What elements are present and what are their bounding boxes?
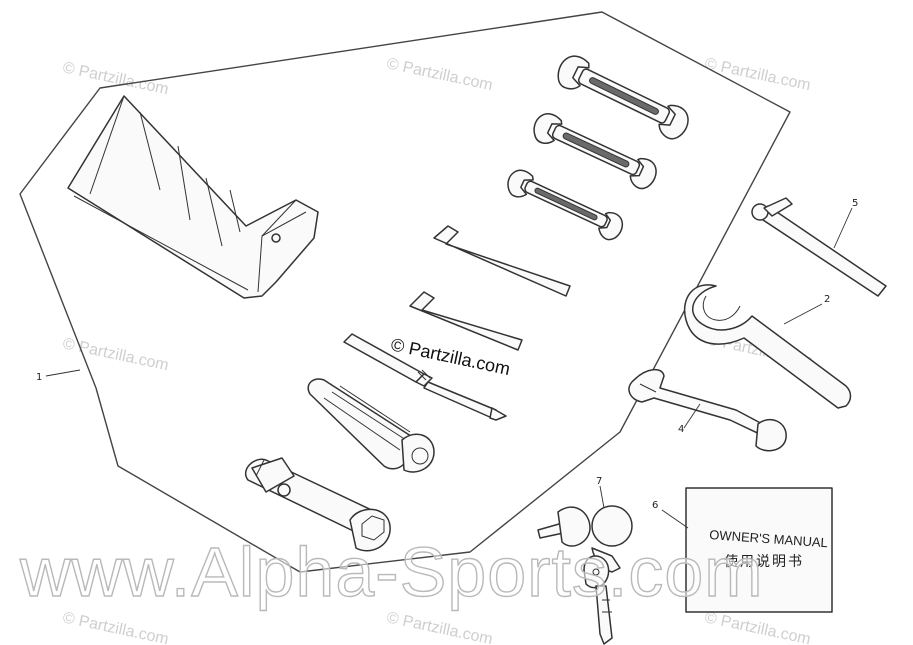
watermark-partzilla: © Partzilla.com bbox=[385, 55, 494, 94]
tire-pressure-gauge bbox=[751, 197, 887, 297]
tool-kit-outline bbox=[19, 11, 791, 573]
owners-manual: OWNER'S MANUAL 使用说明书 bbox=[685, 487, 833, 613]
hex-key-small bbox=[409, 291, 523, 351]
callout-1: 1 bbox=[36, 372, 42, 383]
callout-5: 5 bbox=[852, 198, 858, 209]
watermark-partzilla: © Partzilla.com bbox=[703, 609, 812, 645]
double-end-wrench-medium bbox=[533, 113, 657, 190]
manual-subtitle: 使用说明书 bbox=[724, 553, 804, 570]
watermark-partzilla: © Partzilla.com bbox=[61, 609, 170, 645]
double-end-wrench-small bbox=[507, 169, 624, 241]
socket-wrench bbox=[245, 457, 391, 552]
double-end-wrench-large bbox=[557, 55, 689, 140]
callouts: 1 2 4 5 6 7 bbox=[36, 198, 858, 529]
watermark-partzilla: © Partzilla.com bbox=[61, 59, 170, 98]
callout-2: 2 bbox=[824, 294, 830, 305]
callout-4: 4 bbox=[678, 424, 684, 435]
screwdriver bbox=[343, 333, 507, 421]
watermark-alpha-sports: www.Alpha-Sports.com bbox=[19, 533, 764, 611]
callout-7: 7 bbox=[596, 476, 602, 487]
watermark-partzilla: © Partzilla.com bbox=[385, 609, 494, 645]
tool-bag bbox=[67, 95, 319, 299]
hex-key-large bbox=[433, 225, 571, 297]
single-open-wrench bbox=[628, 368, 787, 452]
key-set bbox=[537, 505, 633, 645]
callout-6: 6 bbox=[652, 500, 658, 511]
hook-spanner bbox=[683, 284, 852, 409]
screwdriver-handle bbox=[307, 378, 435, 473]
